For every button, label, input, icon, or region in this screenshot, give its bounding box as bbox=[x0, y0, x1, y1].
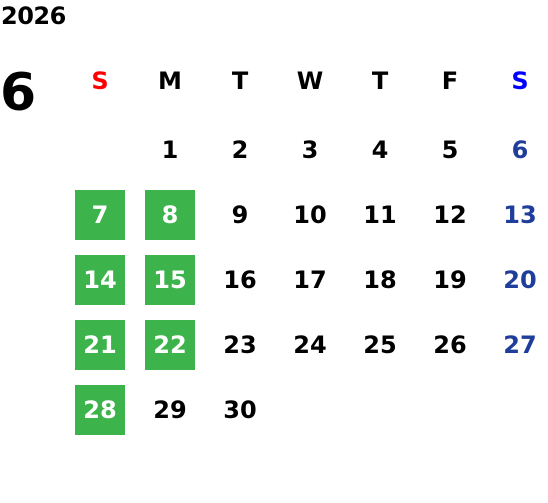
weekday-tuesday: T bbox=[231, 67, 249, 95]
date-cell-18[interactable]: 18 bbox=[363, 266, 397, 294]
date-cell-28[interactable]: 28 bbox=[75, 385, 125, 435]
date-cell-22[interactable]: 22 bbox=[145, 320, 195, 370]
weekday-saturday: S bbox=[511, 67, 529, 95]
date-cell-19[interactable]: 19 bbox=[433, 266, 467, 294]
date-cell-7[interactable]: 7 bbox=[75, 190, 125, 240]
year-label: 2026 bbox=[1, 2, 66, 30]
weekday-thursday: T bbox=[371, 67, 389, 95]
date-cell-24[interactable]: 24 bbox=[293, 331, 327, 359]
date-cell-23[interactable]: 23 bbox=[223, 331, 257, 359]
weekday-sunday: S bbox=[91, 67, 109, 95]
month-number: 6 bbox=[0, 63, 37, 123]
weekday-wednesday: W bbox=[296, 67, 324, 95]
date-cell-2[interactable]: 2 bbox=[231, 136, 249, 164]
date-cell-27[interactable]: 27 bbox=[503, 331, 537, 359]
date-cell-17[interactable]: 17 bbox=[293, 266, 327, 294]
date-cell-20[interactable]: 20 bbox=[503, 266, 537, 294]
date-cell-21[interactable]: 21 bbox=[75, 320, 125, 370]
date-cell-6[interactable]: 6 bbox=[511, 136, 529, 164]
date-cell-14[interactable]: 14 bbox=[75, 255, 125, 305]
date-cell-11[interactable]: 11 bbox=[363, 201, 397, 229]
date-cell-10[interactable]: 10 bbox=[293, 201, 327, 229]
date-cell-26[interactable]: 26 bbox=[433, 331, 467, 359]
date-cell-8[interactable]: 8 bbox=[145, 190, 195, 240]
date-cell-5[interactable]: 5 bbox=[441, 136, 459, 164]
date-cell-25[interactable]: 25 bbox=[363, 331, 397, 359]
date-cell-12[interactable]: 12 bbox=[433, 201, 467, 229]
date-cell-4[interactable]: 4 bbox=[371, 136, 389, 164]
date-cell-1[interactable]: 1 bbox=[161, 136, 179, 164]
weekday-friday: F bbox=[441, 67, 459, 95]
date-cell-29[interactable]: 29 bbox=[153, 396, 187, 424]
date-cell-13[interactable]: 13 bbox=[503, 201, 537, 229]
date-cell-30[interactable]: 30 bbox=[223, 396, 257, 424]
date-cell-15[interactable]: 15 bbox=[145, 255, 195, 305]
weekday-monday: M bbox=[158, 67, 182, 95]
date-cell-16[interactable]: 16 bbox=[223, 266, 257, 294]
date-cell-9[interactable]: 9 bbox=[231, 201, 249, 229]
date-cell-3[interactable]: 3 bbox=[301, 136, 319, 164]
